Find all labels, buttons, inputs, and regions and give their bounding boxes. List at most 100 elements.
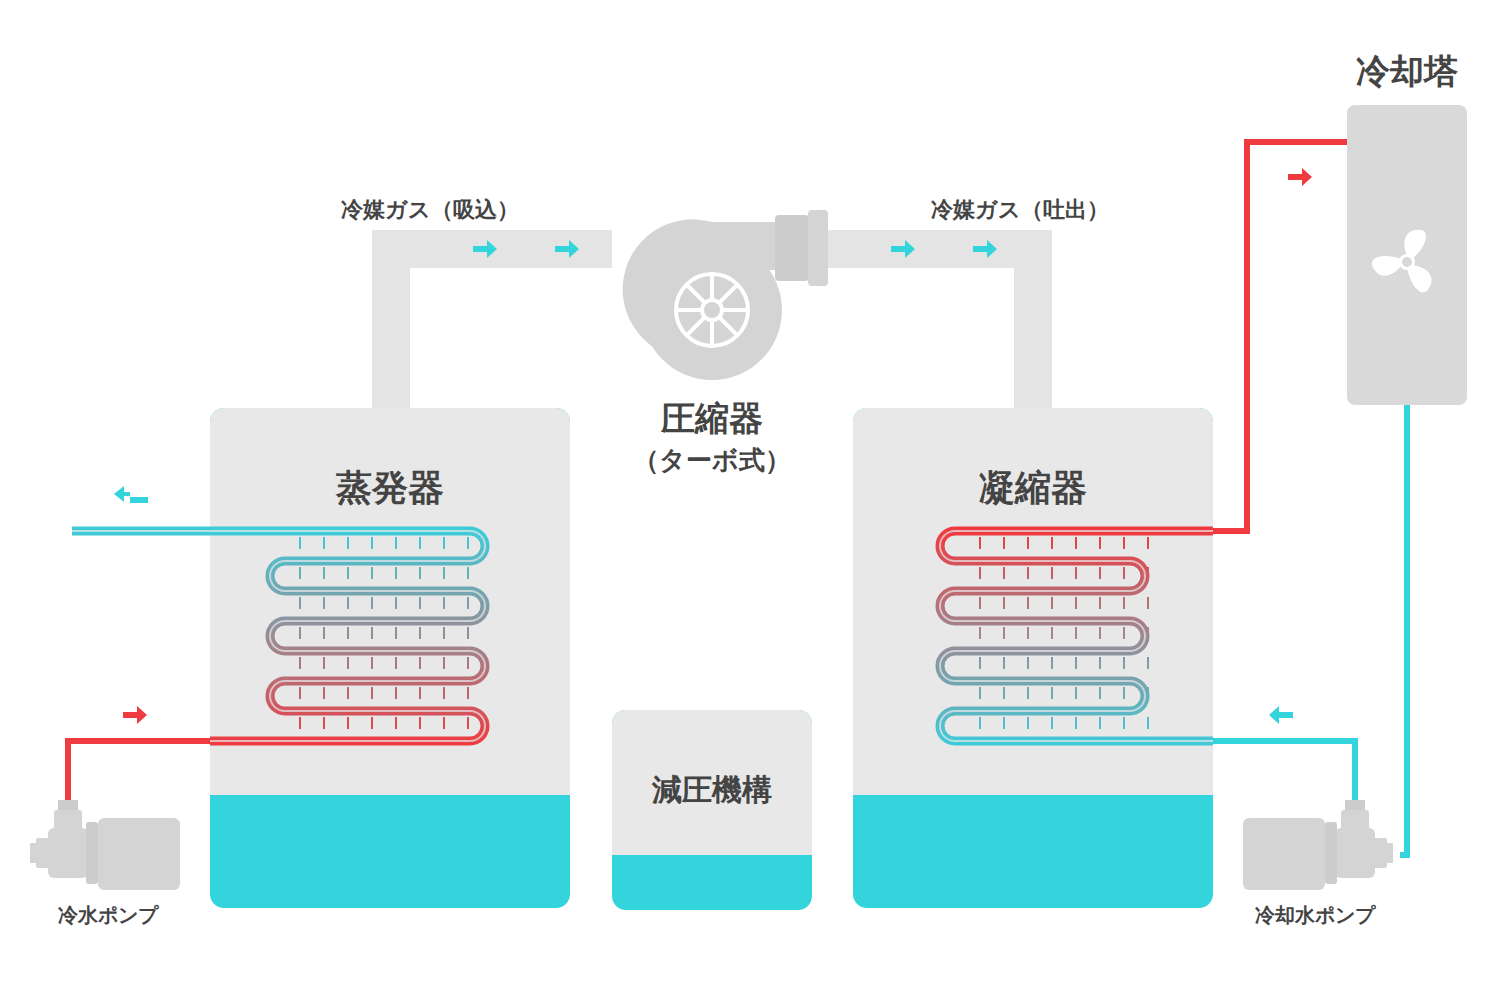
pipe-connector (1213, 142, 1347, 531)
cooling-tower (1347, 105, 1467, 405)
fin (979, 657, 981, 669)
fin (1075, 717, 1077, 729)
fin (1051, 687, 1053, 699)
fin (1027, 657, 1029, 669)
fin (1075, 567, 1077, 579)
node-title: 冷却塔 (1347, 51, 1467, 92)
fin (1147, 717, 1149, 729)
fin (1147, 537, 1149, 549)
fin (419, 567, 421, 579)
fin (323, 717, 325, 729)
fin (395, 687, 397, 699)
node-subtitle: （ターボ式） (612, 445, 812, 476)
fin (1123, 687, 1125, 699)
fin (347, 597, 349, 609)
pipe (1213, 142, 1347, 531)
fin (1051, 717, 1053, 729)
cooling-water-pump: 冷却水ポンプ (1230, 800, 1400, 935)
fin (395, 537, 397, 549)
fin (1027, 537, 1029, 549)
evaporator: 蒸発器 (210, 408, 570, 908)
fin (323, 537, 325, 549)
flow-arrow (973, 240, 997, 258)
fin (1051, 657, 1053, 669)
fin (1051, 537, 1053, 549)
node-title: 減圧機構 (612, 772, 812, 808)
edge-label: 冷媒ガス（吐出） (927, 197, 1113, 223)
fin (371, 687, 373, 699)
node-title: 蒸発器 (210, 466, 570, 509)
pipe-connector (68, 706, 210, 800)
flow-arrow (473, 240, 497, 258)
fin (419, 657, 421, 669)
condenser: 凝縮器 (853, 408, 1213, 908)
fin (299, 717, 301, 729)
fin (1051, 567, 1053, 579)
pipe-connector (1213, 706, 1355, 800)
fin (371, 567, 373, 579)
fin (1027, 687, 1029, 699)
cooling-tower: 冷却塔 (1347, 105, 1467, 405)
turbo-compressor (623, 210, 828, 380)
flow-arrow (555, 240, 579, 258)
fin (1099, 597, 1101, 609)
expansion-housing (612, 710, 812, 910)
fin (1123, 567, 1125, 579)
fin (1099, 537, 1101, 549)
fin (299, 687, 301, 699)
fin (323, 597, 325, 609)
pipe (68, 741, 210, 800)
fin (979, 687, 981, 699)
fin (1147, 657, 1149, 669)
pipe (1400, 405, 1407, 855)
fin (347, 537, 349, 549)
node-title: 冷水ポンプ (25, 903, 190, 927)
fin (443, 687, 445, 699)
fin (979, 627, 981, 639)
fin (299, 537, 301, 549)
fin (347, 687, 349, 699)
fin (1003, 567, 1005, 579)
fin (1123, 537, 1125, 549)
fin (467, 717, 469, 729)
condenser-coil (940, 531, 1213, 741)
flow-arrow (1269, 706, 1293, 724)
fin (443, 567, 445, 579)
fin (347, 657, 349, 669)
node-title: 凝縮器 (853, 466, 1213, 509)
fin (1099, 687, 1101, 699)
fin (323, 657, 325, 669)
fin (1027, 717, 1029, 729)
fin (467, 597, 469, 609)
fin (299, 567, 301, 579)
node-title: 圧縮器 (612, 398, 812, 439)
cooling-water-pump (1243, 800, 1393, 890)
fin (419, 597, 421, 609)
chilled-water-pump (30, 800, 180, 890)
fin (299, 657, 301, 669)
fin (299, 627, 301, 639)
fin (1099, 567, 1101, 579)
fin (419, 537, 421, 549)
fin (443, 537, 445, 549)
fin (1123, 657, 1125, 669)
fin (443, 597, 445, 609)
condenser-housing (853, 408, 1213, 908)
fin (979, 537, 981, 549)
pipe-connector (1400, 405, 1407, 855)
pipe (1213, 741, 1355, 800)
evaporator-coil (72, 531, 485, 741)
fin (1003, 657, 1005, 669)
fin (1075, 687, 1077, 699)
pipe-connector (391, 240, 612, 408)
fin (467, 537, 469, 549)
fin (979, 717, 981, 729)
coil-highlight (940, 531, 1213, 741)
fin (395, 567, 397, 579)
fin (1003, 537, 1005, 549)
fin (1027, 627, 1029, 639)
fin (1099, 657, 1101, 669)
fin (419, 627, 421, 639)
fin (1051, 597, 1053, 609)
